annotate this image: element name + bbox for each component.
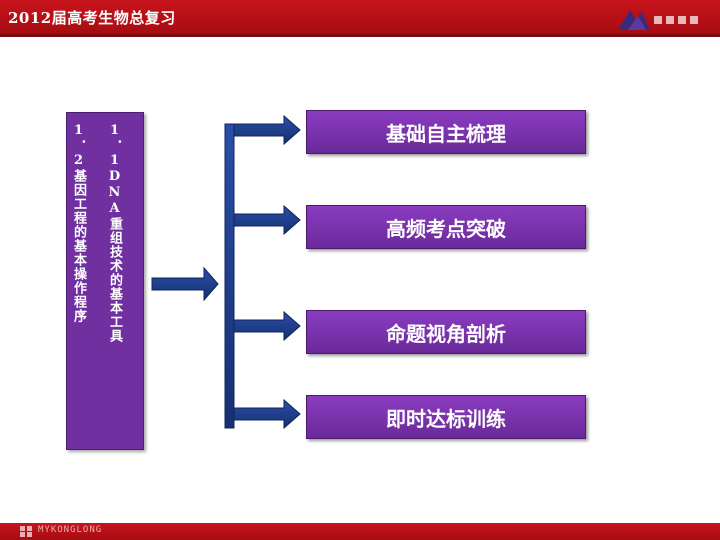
footer-bar: MYKONGLONG bbox=[0, 523, 720, 540]
header-banner bbox=[0, 0, 720, 34]
section-title: 1．2基因工程的基本操作程序 bbox=[71, 123, 86, 323]
branch-arrow-icon bbox=[233, 310, 301, 342]
main-arrow-icon bbox=[151, 266, 219, 302]
branch-arrow-icon bbox=[233, 204, 301, 236]
chapter-title: 1．1DNA重组技术的基本工具 bbox=[107, 123, 122, 343]
footer-logo-icon bbox=[20, 526, 32, 537]
branch-arrow-icon bbox=[233, 114, 301, 146]
page-title: 2012届高考生物总复习 bbox=[8, 9, 176, 27]
menu-button-analysis[interactable]: 命题视角剖析 bbox=[306, 310, 586, 354]
menu-button-key-points[interactable]: 高频考点突破 bbox=[306, 205, 586, 249]
logo-icon bbox=[618, 10, 698, 30]
footer-brand: MYKONGLONG bbox=[38, 525, 103, 535]
menu-button-practice[interactable]: 即时达标训练 bbox=[306, 395, 586, 439]
spine-bar bbox=[224, 123, 235, 429]
menu-button-basics[interactable]: 基础自主梳理 bbox=[306, 110, 586, 154]
header-divider bbox=[0, 34, 720, 37]
topic-box: 1．2基因工程的基本操作程序 1．1DNA重组技术的基本工具 bbox=[66, 112, 144, 450]
branch-arrow-icon bbox=[233, 398, 301, 430]
